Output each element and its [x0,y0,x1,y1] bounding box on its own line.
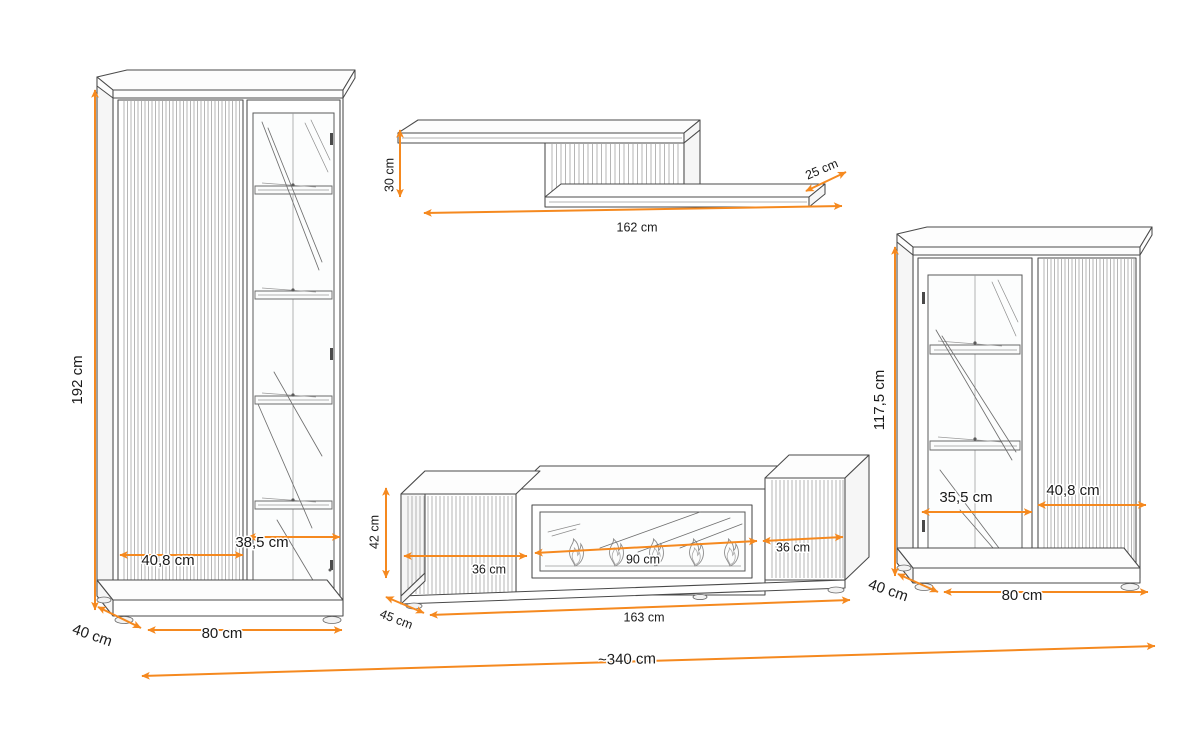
tall-cabinet-drawing [96,69,356,624]
dimension-label-low-width: 80 cm [1002,587,1043,604]
tall-cabinet-slat-door [117,99,244,601]
tv-unit-drawing [400,454,870,610]
dimension-label-tv-right-door: 36 cm [776,540,810,554]
dimension-label-tall-slat-width: 40,8 cm [141,552,194,569]
dimension-label-tv-fireplace: 90 cm [626,552,660,566]
dimension-label-tv-width: 163 cm [624,610,665,624]
dimension-label-tall-depth: 40 cm [70,621,114,650]
dimension-labels: 192 cm 40,8 cm 38,5 cm 40 cm 80 cm 30 cm 25 cm… [67,155,1101,670]
dimension-label-low-depth: 40 cm [866,576,910,605]
low-cabinet-slat-door [1037,257,1137,569]
tv-unit-fireplace [531,504,753,579]
dim-tv-width [429,596,851,619]
tv-unit-left-door [400,470,541,597]
dimension-label-tall-glass-width: 38,5 cm [235,534,288,551]
low-cabinet-drawing [896,226,1153,591]
dim-low-depth [897,573,939,593]
wall-shelf-dimensions [396,129,847,217]
low-cabinet-dimensions [891,246,1149,596]
dimension-label-shelf-height: 30 cm [382,158,396,192]
dim-tv-right-door [762,533,844,545]
dimension-label-tv-height: 42 cm [367,515,381,549]
dim-tall-depth [97,606,142,629]
low-cabinet-glass-shelves [929,340,1021,451]
tall-cabinet-glass-shelves [254,182,333,510]
dimension-label-tv-depth: 45 cm [378,607,415,632]
dimension-label-overall-width: ~340 cm [598,650,656,668]
dim-shelf-width [423,202,843,217]
dimension-label-low-slat-width: 40,8 cm [1046,482,1099,499]
tv-unit-dimensions [382,487,851,619]
wall-shelf-drawing [397,119,826,208]
dimension-label-tv-left-door: 36 cm [472,562,506,576]
dimension-label-shelf-depth: 25 cm [803,156,840,182]
low-cabinet-glass-door [917,257,1033,569]
dim-tv-depth [385,596,425,614]
dim-tv-fireplace [534,537,758,557]
dimension-label-low-glass-width: 35,5 cm [939,489,992,506]
tall-cabinet-dimensions [91,89,343,634]
dim-overall-width [141,642,1156,680]
dim-shelf-depth [805,171,847,192]
dimension-label-tall-width: 80 cm [202,625,243,642]
overall-width-dimension [141,642,1156,680]
dimension-label-tall-height: 192 cm [69,355,86,404]
tv-unit-right-door [764,454,870,581]
dimension-label-shelf-width: 162 cm [617,220,658,234]
tall-cabinet-glass-door [246,99,341,601]
dimension-label-low-height: 117,5 cm [871,370,888,431]
